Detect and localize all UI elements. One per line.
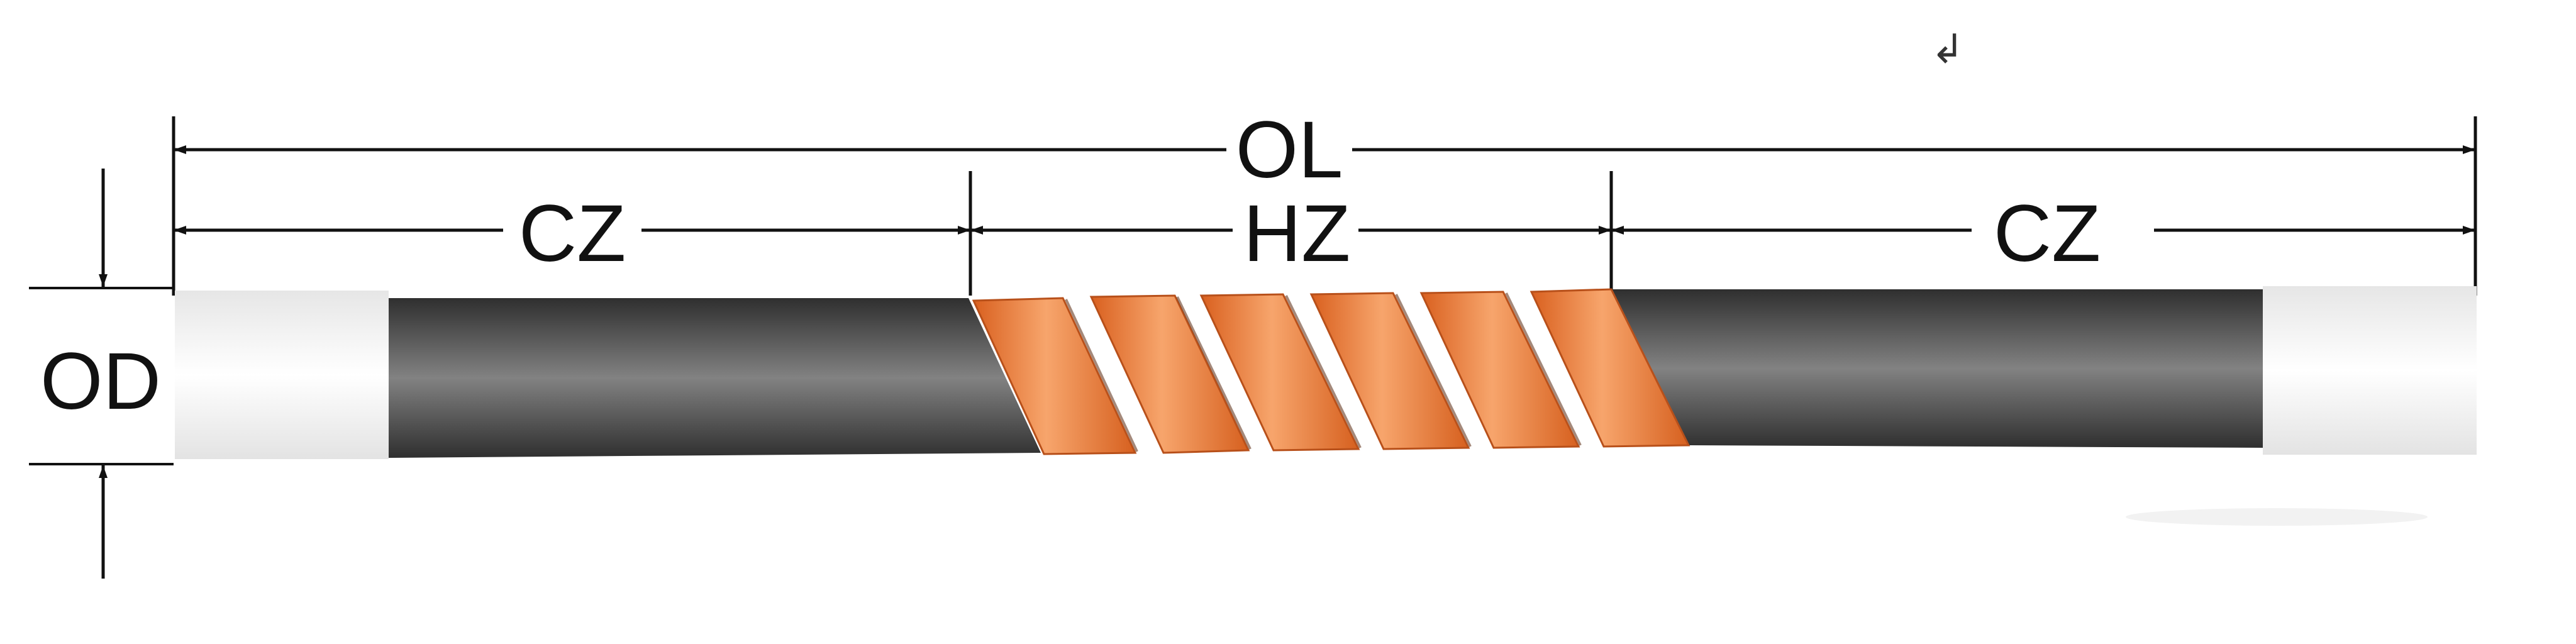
spiral-turn-5 (1419, 291, 1580, 449)
cold-zone-left-body (389, 298, 1041, 458)
spiral-gap-1 (1065, 299, 1138, 452)
spiral-turn-3 (1199, 293, 1360, 452)
cz-right-label: CZ (1994, 189, 2101, 279)
terminal-end-left (175, 291, 389, 459)
floor-shadow (2126, 508, 2428, 526)
spiral-turn-2 (1089, 294, 1250, 454)
spiral-gap-3 (1285, 295, 1362, 448)
spiral-turn-1 (972, 297, 1137, 455)
hz-label: HZ (1243, 189, 1351, 279)
dimension-cz-right: CZ (1611, 189, 2475, 279)
dimension-ol: OL (174, 105, 2475, 195)
cold-zone-right-body (1611, 289, 2264, 448)
spiral-turn-6 (1530, 288, 1690, 448)
spiral-gap-4 (1395, 294, 1472, 447)
cz-left-label: CZ (519, 189, 626, 279)
dimension-hz: HZ (970, 189, 1611, 279)
hot-zone-spiral (972, 288, 1690, 455)
ol-label: OL (1236, 105, 1343, 195)
spiral-gaps (1065, 292, 1582, 452)
od-label: OD (40, 336, 161, 426)
dimension-cz-left: CZ (174, 189, 970, 279)
terminal-end-right (2263, 286, 2477, 455)
dimension-od: OD (29, 169, 174, 579)
heating-element-rod (175, 286, 2477, 459)
spiral-gap-2 (1176, 296, 1252, 450)
spiral-gap-5 (1505, 292, 1582, 446)
return-arrow-icon: ↲ (1931, 26, 1965, 73)
spiral-turn-4 (1309, 292, 1470, 450)
